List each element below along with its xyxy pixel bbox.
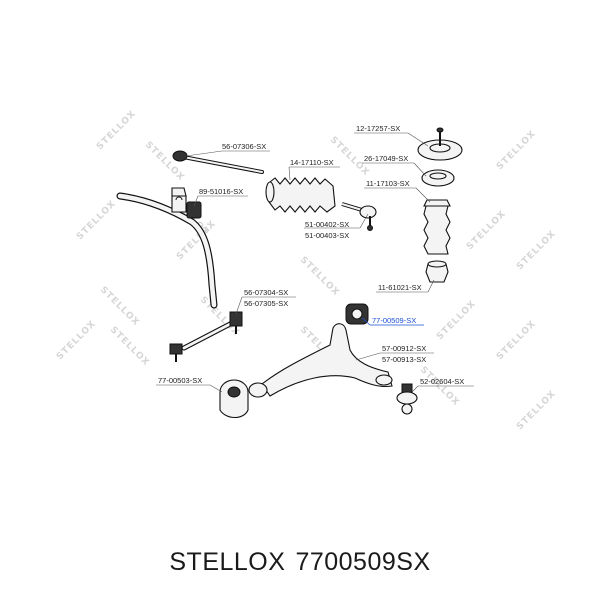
watermark: STELLOX (515, 229, 558, 272)
watermark: STELLOX (143, 140, 186, 183)
rear-bushing (219, 379, 249, 419)
part-label: 12-17257-SX (356, 124, 400, 133)
strut-mount (417, 127, 463, 161)
watermark: STELLOX (515, 389, 558, 432)
part-label: 57-00913-SX (382, 355, 426, 364)
strut-bearing (421, 169, 455, 187)
watermark: STELLOX (298, 255, 341, 298)
bump-stop (425, 260, 449, 283)
watermark: STELLOX (465, 209, 508, 252)
stabilizer-bushing (171, 187, 202, 219)
stabilizer-link (169, 311, 243, 362)
dust-boot (423, 199, 451, 255)
lower-control-arm (248, 323, 393, 398)
part-label: 51-00403-SX (305, 231, 349, 240)
part-label: 89-51016-SX (199, 187, 243, 196)
watermark: STELLOX (418, 365, 461, 408)
stabilizer-bar (116, 192, 218, 309)
watermark: STELLOX (495, 129, 538, 172)
part-label-highlighted: 77-00509-SX (372, 316, 416, 325)
watermark: STELLOX (98, 285, 141, 328)
leader-lines (156, 132, 474, 393)
watermark: STELLOX (108, 325, 151, 368)
part-label: 57-00912-SX (382, 344, 426, 353)
part-label: 11-61021-SX (378, 283, 422, 292)
brand-name: STELLOX (169, 548, 286, 576)
tie-rod (172, 150, 264, 174)
part-label: 77-00503-SX (158, 376, 202, 385)
part-label: 26-17049-SX (364, 154, 408, 163)
watermark: STELLOX (55, 319, 98, 362)
part-label: 51-00402-SX (305, 220, 349, 229)
part-label: 14-17110-SX (290, 158, 334, 167)
part-label: 56-07305-SX (244, 299, 288, 308)
ball-joint (396, 383, 418, 415)
part-label: 56-07304-SX (244, 288, 288, 297)
part-label: 11-17103-SX (366, 179, 410, 188)
part-label: 52-02604-SX (420, 377, 464, 386)
watermark: STELLOX (75, 199, 118, 242)
watermark: STELLOX (495, 319, 538, 362)
tie-rod-end (341, 202, 377, 231)
watermark: STELLOX (435, 299, 478, 342)
part-number: 7700509SX (295, 548, 431, 576)
product-caption: STELLOX 7700509SX (0, 548, 600, 577)
part-label: 56-07306-SX (222, 142, 266, 151)
watermark: STELLOX (95, 109, 138, 152)
part-labels: 56-07306-SX 14-17110-SX 12-17257-SX 26-1… (158, 124, 464, 386)
lower-arm-bushing (345, 303, 369, 325)
steering-boot (265, 177, 336, 213)
